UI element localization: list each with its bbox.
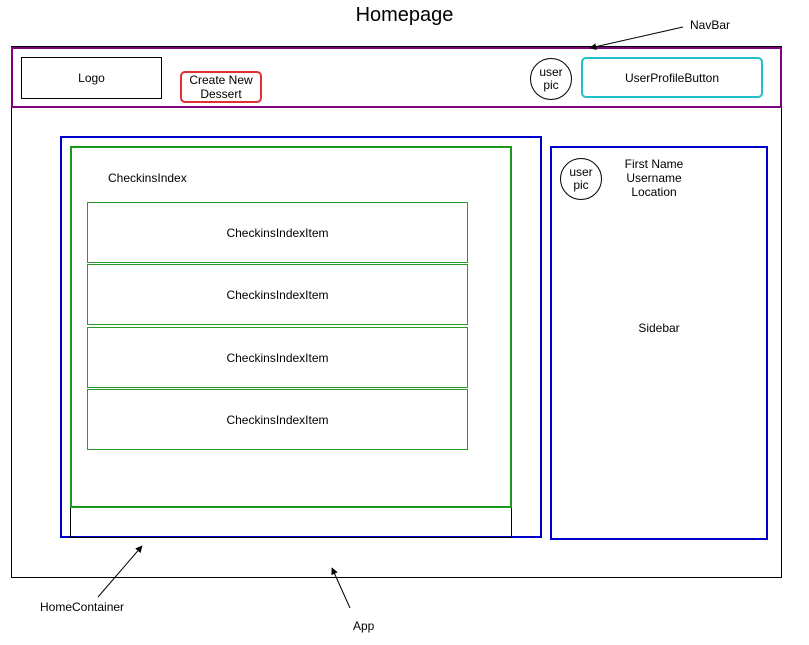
checkins-index-item[interactable]: CheckinsIndexItem	[87, 202, 468, 263]
create-new-dessert-button[interactable]: Create New Dessert	[180, 71, 262, 103]
home-container-inner-outline	[70, 506, 512, 538]
checkins-index-item[interactable]: CheckinsIndexItem	[87, 389, 468, 450]
user-profile-button[interactable]: UserProfileButton	[581, 57, 763, 98]
page-title: Homepage	[355, 4, 454, 26]
checkins-index	[70, 146, 512, 508]
sidebar-label: Sidebar	[638, 321, 680, 335]
sidebar-user-pic[interactable]: user pic	[560, 158, 602, 200]
sidebar-user-info: First Name Username Location	[624, 157, 684, 199]
logo[interactable]: Logo	[21, 57, 162, 99]
checkins-index-title: CheckinsIndex	[108, 171, 187, 185]
home-container-annotation: HomeContainer	[40, 600, 125, 614]
navbar-annotation: NavBar	[690, 18, 731, 32]
navbar-user-pic[interactable]: user pic	[530, 58, 572, 100]
sidebar	[550, 146, 768, 540]
navbar-arrow	[589, 26, 684, 51]
app-container	[11, 46, 782, 578]
checkins-index-item[interactable]: CheckinsIndexItem	[87, 327, 468, 388]
app-annotation: App	[353, 619, 375, 633]
checkins-index-item[interactable]: CheckinsIndexItem	[87, 264, 468, 325]
navbar	[11, 47, 782, 108]
